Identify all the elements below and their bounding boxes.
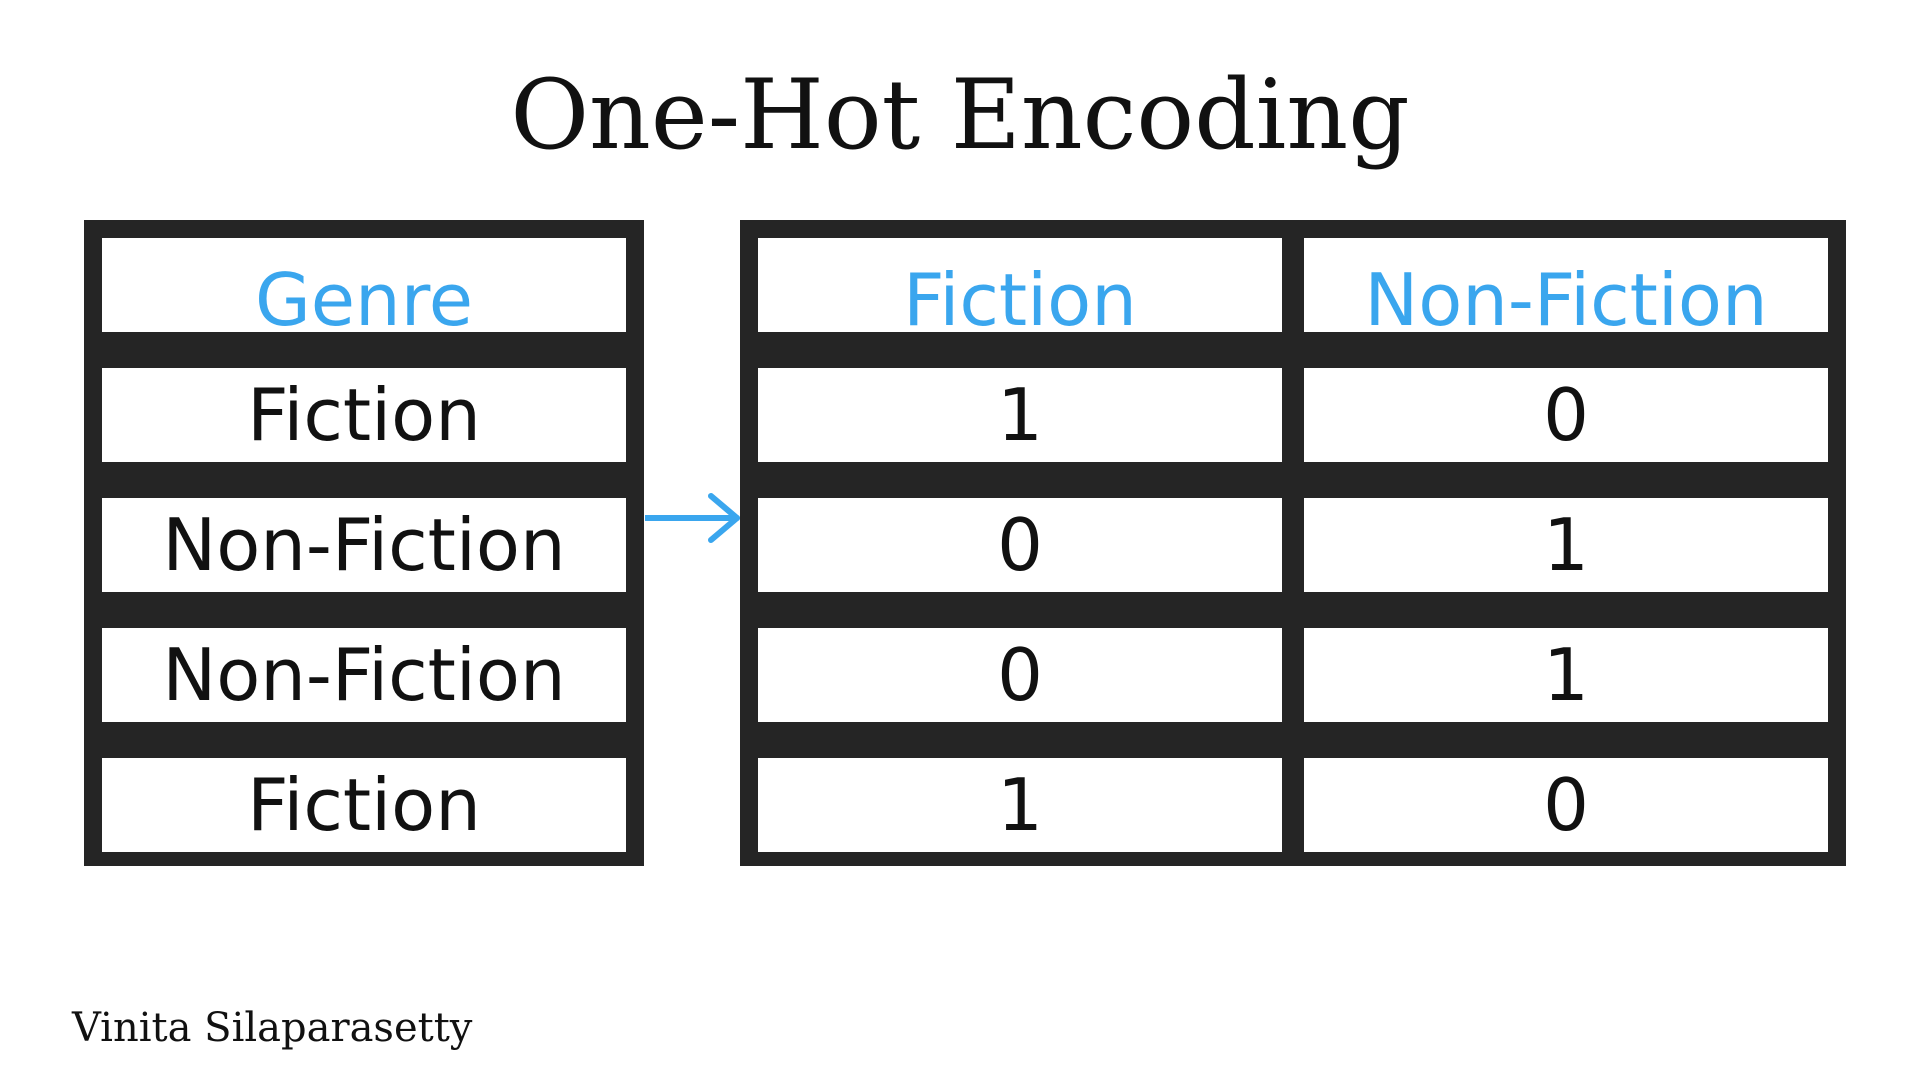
genre-header-cell: Genre: [102, 238, 626, 332]
fiction-header: Fiction: [903, 258, 1137, 332]
row-3-non-fiction-value: 1: [1304, 628, 1828, 722]
non-fiction-header-cell: Non-Fiction: [1304, 238, 1828, 332]
fiction-header-cell: Fiction: [758, 238, 1282, 332]
genre-row-2: Non-Fiction: [102, 498, 626, 592]
non-fiction-header: Non-Fiction: [1364, 258, 1768, 332]
genre-row-1: Fiction: [102, 368, 626, 462]
one-hot-table: Fiction Non-Fiction 1 0 0 1 0 1 1 0: [740, 220, 1846, 866]
arrow-right-icon: [645, 493, 740, 543]
genre-header: Genre: [254, 258, 474, 332]
row-4-non-fiction-value: 0: [1304, 758, 1828, 852]
row-1-non-fiction-value: 0: [1304, 368, 1828, 462]
author-credit: Vinita Silaparasetty: [72, 1005, 473, 1051]
row-4-fiction-value: 1: [758, 758, 1282, 852]
genre-row-4: Fiction: [102, 758, 626, 852]
row-3-fiction-value: 0: [758, 628, 1282, 722]
row-2-fiction-value: 0: [758, 498, 1282, 592]
genre-row-3: Non-Fiction: [102, 628, 626, 722]
row-1-fiction-value: 1: [758, 368, 1282, 462]
row-2-non-fiction-value: 1: [1304, 498, 1828, 592]
diagram-title: One-Hot Encoding: [510, 59, 1410, 171]
genre-table: Genre Fiction Non-Fiction Non-Fiction Fi…: [84, 220, 644, 866]
